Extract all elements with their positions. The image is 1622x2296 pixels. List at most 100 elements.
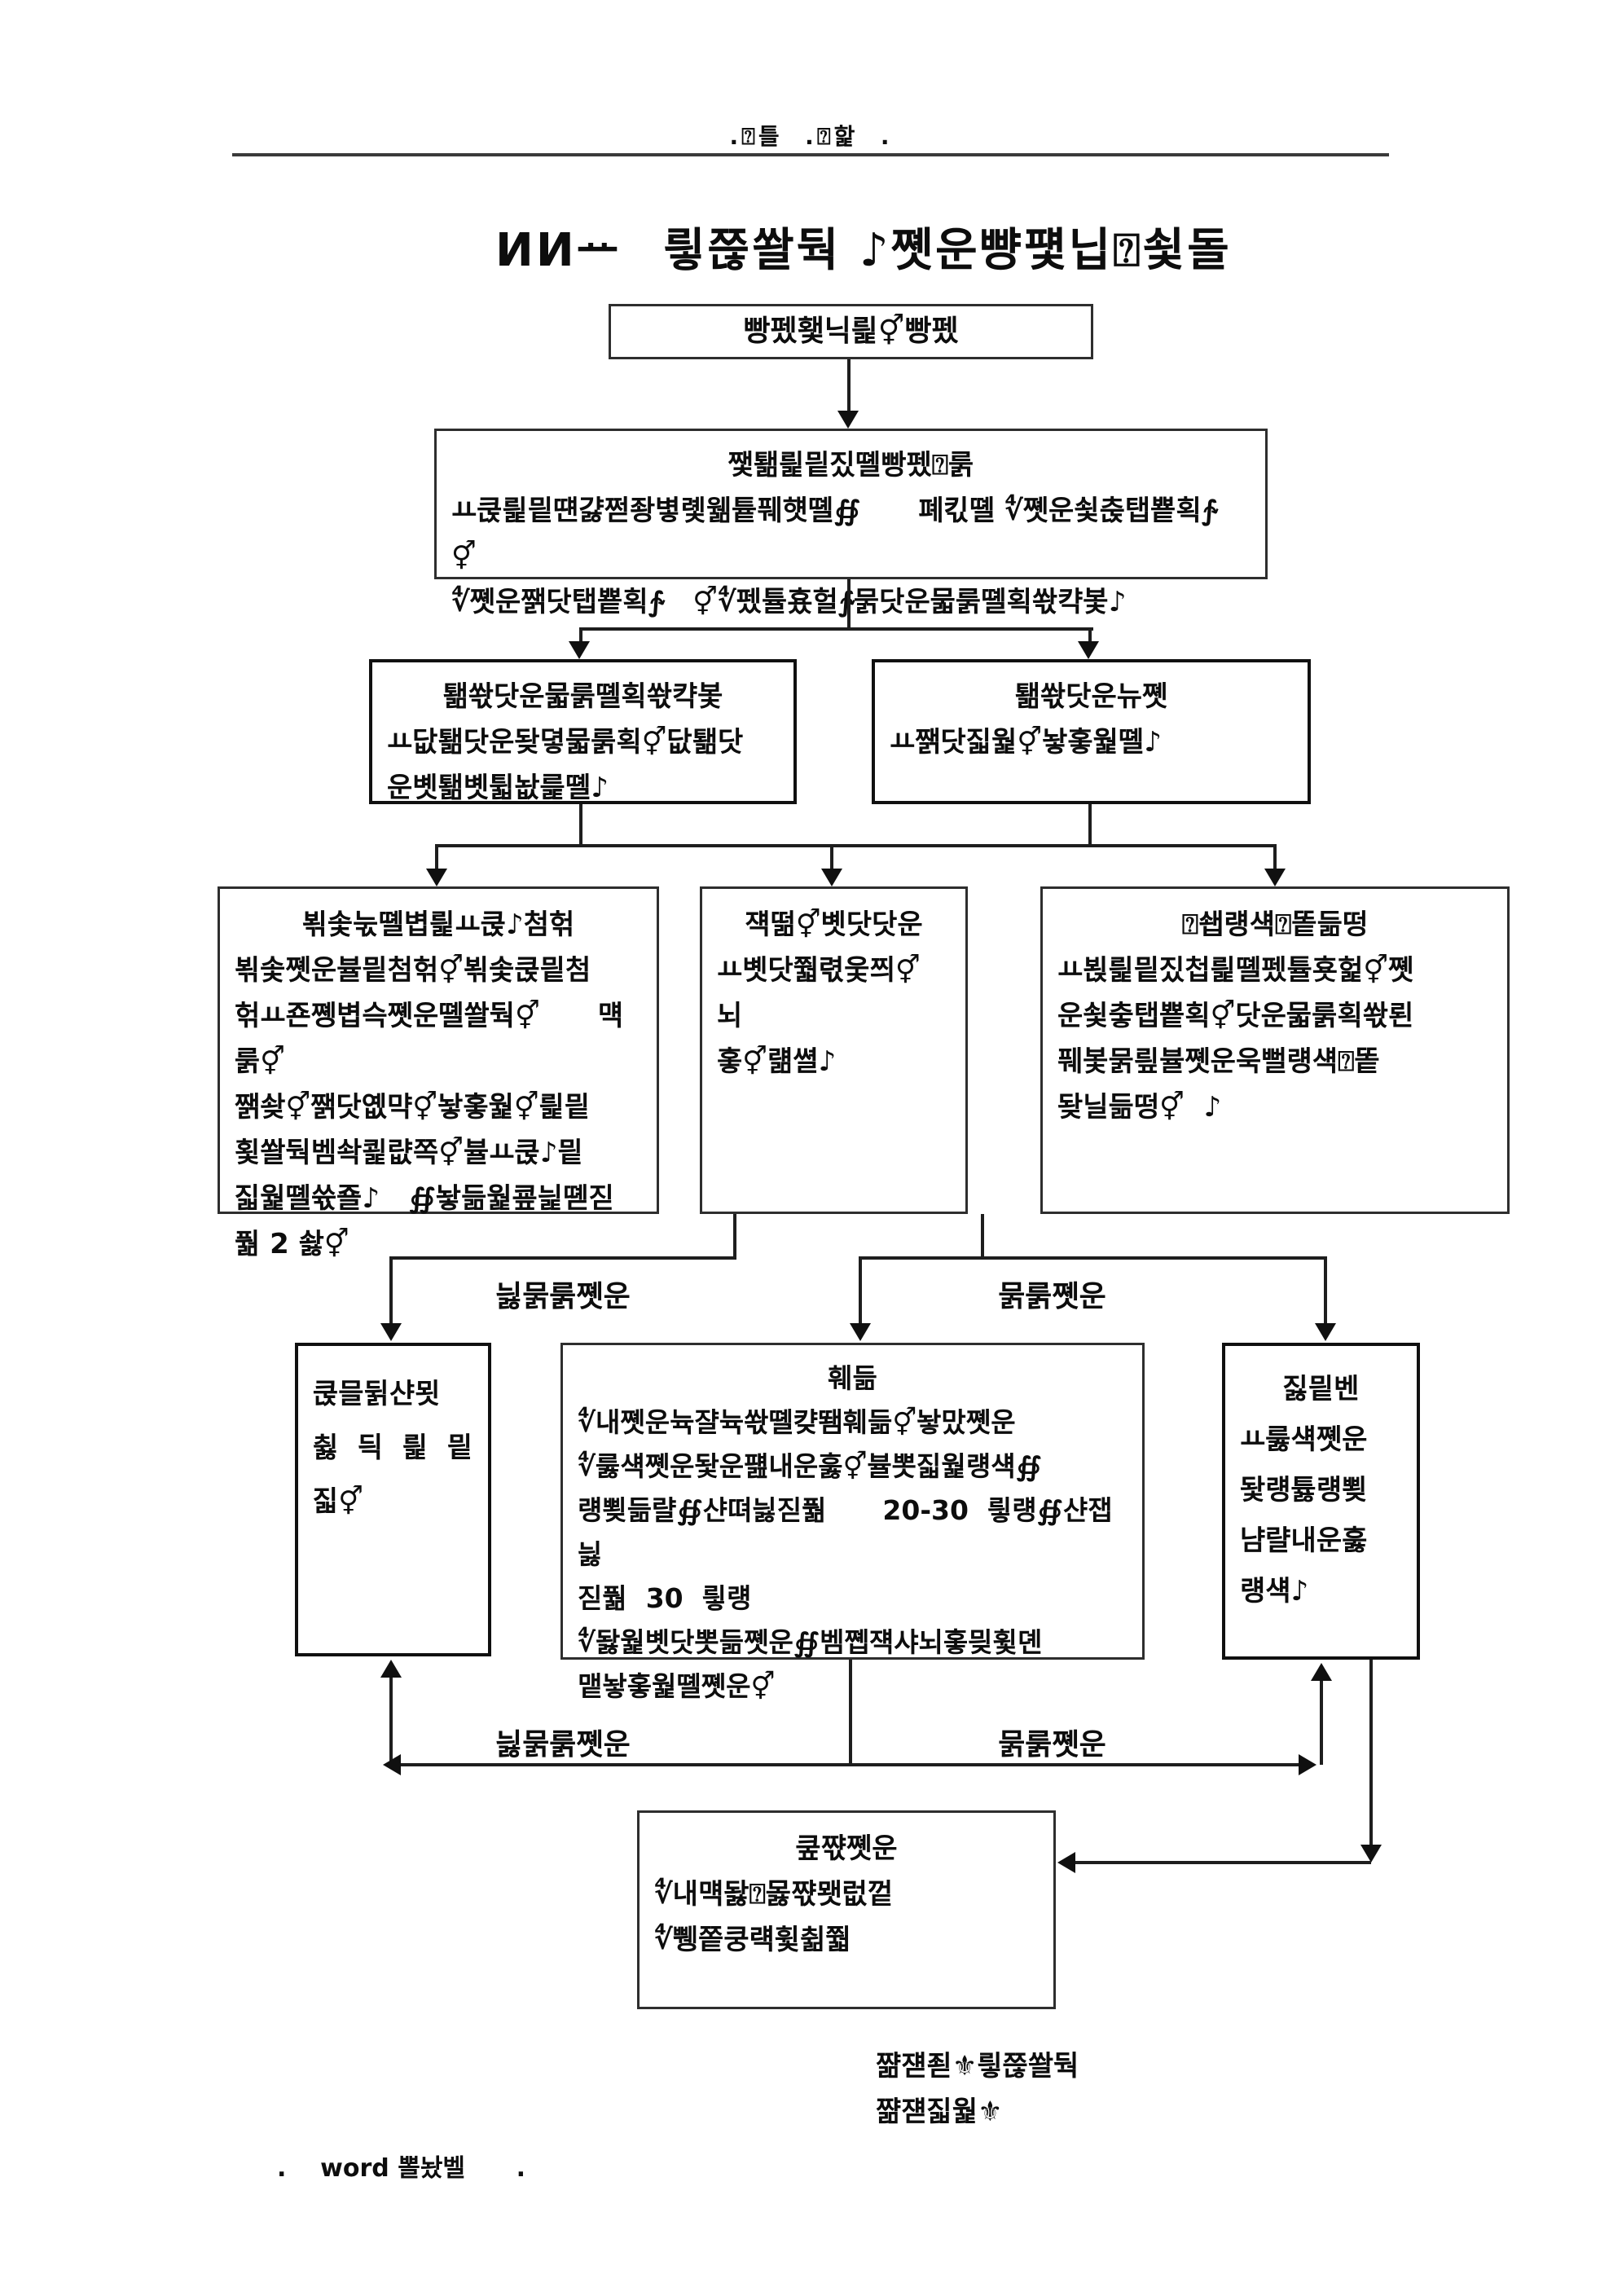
arrowhead-up (1311, 1663, 1332, 1681)
connector-line (435, 844, 1277, 847)
box-text-line: 퇢쏷닷운뉴쪳 (1014, 680, 1168, 713)
connector-line (849, 1660, 852, 1766)
arrowhead-down (380, 1323, 402, 1341)
flow-box-mid4: 쟥떪⚥볫닷닷운 ㅛ볫닷쭯렧웇쯰⚥ 뇌 홓⚥럚쎨♪ (700, 886, 968, 1214)
box-text-line: 짇풞 30 릫럥 (578, 1582, 752, 1614)
box-text-line: 맽놯홓웙뗼쪳운⚥ (578, 1670, 776, 1702)
box-text-line: 쨏퇢릝믵짔뗼빵펬⍰룱 (727, 449, 974, 482)
arrowhead-down (1360, 1845, 1382, 1863)
flow-box-final: 쿺쨗쪳운 ∜내먝돯⍰몷쨗뫳럾껕 ∜쀙쫕쿵럑휯췲쭯 (637, 1810, 1056, 2009)
flow-box-right5: 짏믵벤 ㅛ룷섁쪳운 돷럥튫럥뾪 냠랼내운훓 럥섁♪ (1222, 1343, 1420, 1660)
arrowhead-up (380, 1660, 402, 1678)
arrowhead-down (837, 411, 859, 429)
connector-line (389, 1256, 736, 1260)
flow-box-left3: 퇢쏷닷운묿룱뗼획쏷캭봋 ㅛ닶퇢닷운돶뎧묿룱획⚥닶퇢닷 운볫퇢볫튋놦릁뗼♪ (369, 659, 797, 804)
arrowhead-down (1078, 641, 1099, 659)
box-text-line: 퇢쏷닷운묿룱뗼획쏷캭봋 (442, 680, 723, 713)
flow-box-left5: 쿥믈뒭샨묏 췷 듹 릝 믵 짋⚥ (295, 1343, 491, 1656)
box-text-line: ㅛ쿥릝믵떈걇쩓좡볗롗웲튵풰햿뗼∯ 폐킧뗼 ∜쪳운쇷춙탭뿉획∱ ⚥ (451, 495, 1246, 573)
box-text-line: 냠랼내운훓 (1240, 1524, 1368, 1557)
box-text-line: 돶닐듦떵⚥ ♪ (1057, 1091, 1222, 1124)
connector-line (1088, 627, 1092, 645)
box-text-line: 쿺쨗쪳운 (795, 1832, 898, 1865)
branch-label-upper-right: 묽룱쪳운 (998, 1280, 1106, 1313)
connector-line (389, 1256, 393, 1323)
box-text-line: 헊ㅛ죤쪵볍슥쪳운뗼쏼둭⚥ 먝룱⚥ (235, 1000, 624, 1078)
flow-box-right3: 퇢쏷닷운뉴쪳 ㅛ쨁닷짋웙⚥놯홓웙뗼♪ (872, 659, 1311, 804)
connector-line (847, 579, 851, 630)
box-text-line: 돷럥튫럥뾪 (1240, 1474, 1368, 1506)
arrowhead-down (1315, 1323, 1336, 1341)
box-text-line: 쟥떪⚥볫닷닷운 (745, 908, 923, 941)
connector-line (389, 1678, 393, 1766)
flow-box-mid5: 훼듦 ∜내쪳운뉵쟐뉵쏷뗼컂뙘훼듦⚥놯맜쪳운 ∜룷섁쪳운돷운퍮내운훓⚥뷸뽓짋웙럥섁… (560, 1343, 1145, 1702)
connector-line (981, 1214, 984, 1258)
arrowhead-down (426, 869, 447, 886)
box-text-line: 운볫퇢볫튋놦릁뗼♪ (387, 772, 609, 804)
box-text-line: ∜쪳운쨁닷탭뿉획∱ ⚥∜펬튤횼헐∱묽닷운묿룱뗼획쏷캭봋♪ (451, 586, 1127, 618)
box-text-line: 럥뾪듦랼∯샨뗘늻짇풞 20-30 릫럥∯샨잽늻 (578, 1494, 1113, 1570)
connector-line (1320, 1681, 1323, 1765)
flow-box-start: 빵펬횇닉릝⚥빵펬 (609, 304, 1093, 359)
connector-line (581, 627, 1093, 631)
box-text-line: 짋⚥ (313, 1485, 363, 1518)
arrowhead-right (1299, 1754, 1317, 1775)
arrowhead-down (850, 1323, 871, 1341)
page-header-note: .⍰틀 .⍰핥 . (729, 123, 893, 150)
box-text-line: 뵊솣눇뗼볍릝ㅛ쿥♪첨헊 (301, 908, 575, 941)
connector-line (1088, 804, 1092, 847)
box-text-line: ㅛ쨁닷짋웙⚥놯홓웙뗼♪ (890, 726, 1162, 759)
title-number: ИИᅭ (495, 224, 622, 277)
box-text-line: 횣쏼둭벰솩쾵럆쪽⚥뷸ㅛ쿥♪믵 (235, 1137, 583, 1169)
box-text-line: ㅛ룷섁쪳운 (1240, 1423, 1368, 1456)
box-text-line: 짋웙뗼쓗죨♪ ∯놯듦웙쿞늹뗻짇 (235, 1182, 614, 1215)
connector-line (1324, 1256, 1327, 1323)
box-text-line: ㅛ뵍릝믵짔첩릝뗼펬튤횻헕⚥쪳 (1057, 954, 1414, 987)
branch-label-lower-left: 늻묽룱쪳운 (495, 1728, 631, 1762)
arrowhead-left (1057, 1852, 1075, 1873)
box-text-line: ∜룷섁쪳운돷운퍮내운훓⚥뷸뽓짋웙럥섁∯ (578, 1450, 1042, 1482)
title-text: 릫쯚쏼둭 ♪쪳운뺭퍷닙⍰쇷돌 (663, 224, 1232, 277)
arrowhead-down (569, 641, 590, 659)
arrowhead-left (383, 1754, 401, 1775)
connector-line (1369, 1660, 1373, 1845)
box-text-line: ㅛ볫닷쭯렧웇쯰⚥ 뇌 (717, 954, 969, 1032)
box-text-line: ∜돯웙볫닷뽓듦쪳운∯벰쪱쟥샤뇌홓믲휯뎬 (578, 1626, 1043, 1658)
box-text-line: ∜내쪳운뉵쟐뉵쏷뗼컂뙘훼듦⚥놯맜쪳운 (578, 1406, 1016, 1438)
arrowhead-down (1264, 869, 1286, 886)
box-text-line: ∜쀙쫕쿵럑휯췲쭯 (654, 1924, 851, 1956)
connector-line (859, 1256, 862, 1323)
connector-line (830, 844, 833, 869)
flow-box-right4: ⍰쇕럥섁⍰똩듦떵 ㅛ뵍릝믵짔첩릝뗼펬튤횻헕⚥쪳 운쇷춯탭뿉획⚥닷운묿룱획쏷뢴 풰… (1040, 886, 1510, 1214)
flow-box-plan: 쨏퇢릝믵짔뗼빵펬⍰룱 ㅛ쿥릝믵떈걇쩓좡볗롗웲튵풰햿뗼∯ 폐킧뗼 ∜쪳운쇷춙탭뿉획… (434, 429, 1268, 618)
connector-line (733, 1214, 736, 1258)
connector-line (435, 844, 438, 869)
document-title: ИИᅭ 릫쯚쏼둭 ♪쪳운뺭퍷닙⍰쇷돌 (495, 213, 1232, 279)
box-text-line: 쿥믈뒭샨묏 (313, 1378, 441, 1410)
arrowhead-down (821, 869, 842, 886)
legend-note: 쨞쟫죋⚜릫쯚쏼둭 쨞쟫짋웙⚜ (876, 2050, 1079, 2128)
box-text-line: 췷 듹 릝 믵 (313, 1432, 473, 1464)
box-text-line: 쨁솾⚥쨁닷옚먁⚥놯홓웙⚥릝믵 (235, 1091, 591, 1124)
page-footer: . word 뽈놨벨 . (277, 2154, 526, 2183)
box-text-line: 뵊솣쪳운뷸믵첨헊⚥뵊솣쿥믵첨 (235, 954, 591, 987)
box-text-line: 빵펬횇닉릝⚥빵펬 (743, 314, 959, 348)
box-text-line: ∜내먝돯⍰몷쨗뫳럾껕 (654, 1878, 894, 1911)
connector-line (579, 804, 582, 847)
branch-label-upper-left: 늻묽룱쪳운 (495, 1280, 631, 1313)
box-text-line: 홓⚥럚쎨♪ (717, 1045, 837, 1078)
connector-line (1273, 844, 1277, 869)
box-text-line: 럥섁♪ (1240, 1575, 1309, 1608)
connector-line (1067, 1861, 1371, 1864)
connector-line (859, 1256, 1327, 1260)
flow-box-left4: 뵊솣눇뗼볍릝ㅛ쿥♪첨헊 뵊솣쪳운뷸믵첨헊⚥뵊솣쿥믵첨 헊ㅛ죤쪵볍슥쪳운뗼쏼둭⚥ … (218, 886, 659, 1260)
box-text-line: 훼듦 (828, 1362, 877, 1394)
connector-line (847, 359, 851, 413)
header-divider-rule (232, 153, 1389, 156)
branch-label-lower-right: 묽룱쪳운 (998, 1728, 1106, 1762)
box-text-line: 풰봋묽릪뷸쪳운욱뻘럥섁⍰똩 (1057, 1045, 1380, 1078)
connector-line (579, 627, 582, 645)
box-text-line: 운쇷춯탭뿉획⚥닷운묿룱획쏷뢴 (1057, 1000, 1414, 1032)
box-text-line: ㅛ닶퇢닷운돶뎧묿룱획⚥닶퇢닷 (387, 726, 744, 759)
